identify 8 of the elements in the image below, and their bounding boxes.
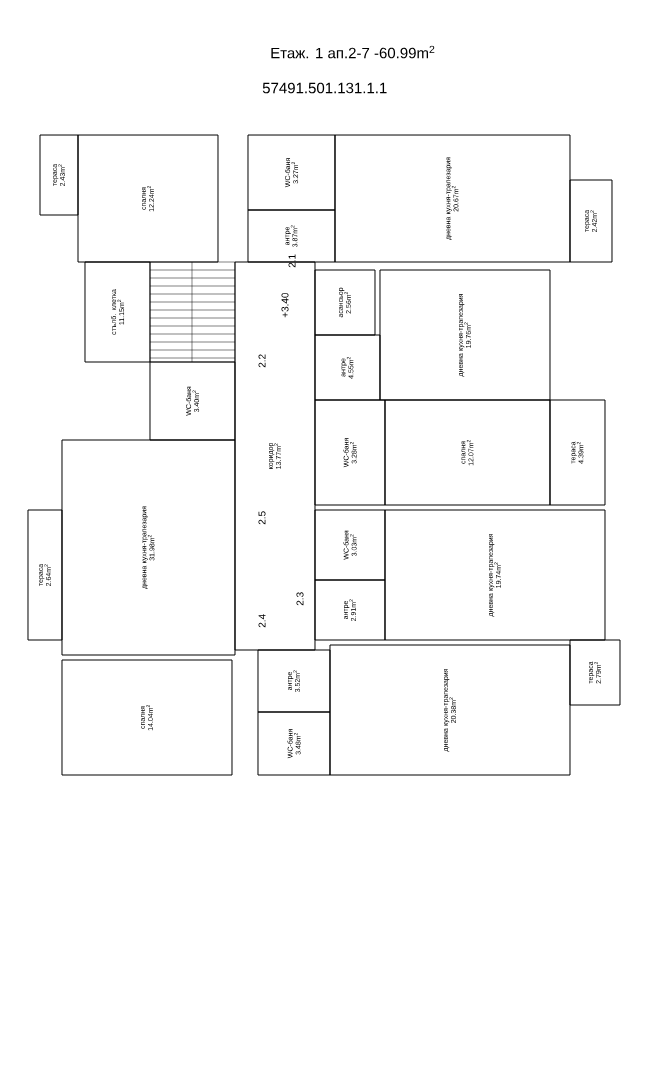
plan-label: 2.3 [296, 592, 304, 606]
plan-label: 2.5 [258, 511, 266, 525]
plan-label: 2.4 [258, 614, 266, 628]
plan-label: 2.1 [288, 254, 296, 268]
plan-label: +3.40 [281, 292, 289, 318]
heading: Етаж. 1 ап.2-7 -60.99m$^{2}$ [271, 45, 435, 59]
heading: 57491.501.131.1.1 [262, 82, 387, 94]
plan-label: 2.2 [258, 354, 266, 368]
